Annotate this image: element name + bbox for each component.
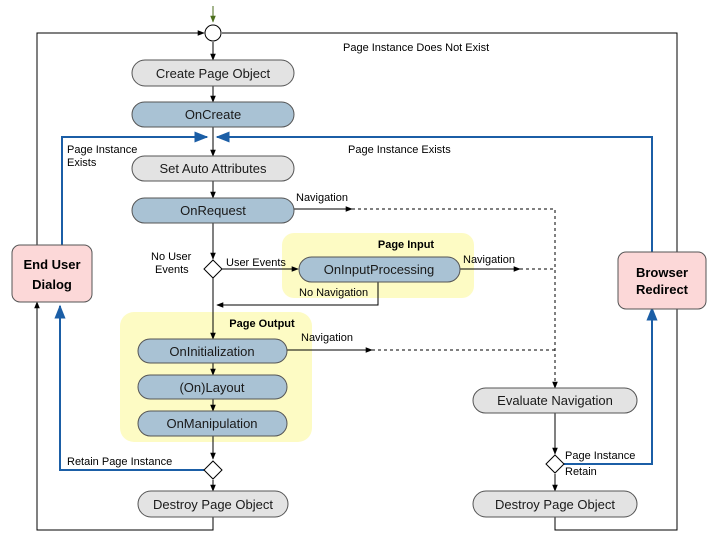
create-page-object-node [131,59,295,87]
main-flow-arrows [210,6,558,492]
label-page-instance-exists-left-2: Exists [67,157,97,169]
end-user-dialog-label-line2: Dialog [32,277,72,292]
label-navigation-request: Navigation [296,192,348,204]
on-create-node [131,101,295,128]
navigation-lines [287,206,558,389]
destroy-page-object-left-node [137,490,289,518]
browser-redirect-node [617,251,707,310]
destroy-page-object-right-node [472,490,638,518]
evaluate-navigation-label: Evaluate Navigation [497,393,613,408]
on-layout-label: (On)Layout [179,380,244,395]
on-request-label: OnRequest [180,203,246,218]
destroy-page-object-right-label: Destroy Page Object [495,497,615,512]
on-initialization-label: OnInitialization [169,344,254,359]
on-manipulation-label: OnManipulation [166,416,257,431]
decision-retain-right [545,454,565,474]
end-user-dialog-node [11,244,93,303]
label-no-navigation: No Navigation [299,287,368,299]
on-layout-node [137,374,288,400]
label-no-user-events-2: Events [155,264,189,276]
set-auto-attributes-label: Set Auto Attributes [160,161,267,176]
label-retain-right: Retain [565,466,597,478]
destroy-page-object-left-label: Destroy Page Object [153,497,273,512]
blue-feedback-lines [54,131,658,471]
browser-redirect-label-line1: Browser [636,265,688,280]
evaluate-navigation-node [472,387,638,414]
decision-user-events [203,259,223,279]
on-create-label: OnCreate [185,107,241,122]
on-request-node [131,197,295,224]
create-page-object-label: Create Page Object [156,66,271,81]
label-navigation-output: Navigation [301,332,353,344]
label-page-instance-right: Page Instance [565,450,635,462]
label-retain-page-instance: Retain Page Instance [67,456,172,468]
on-manipulation-node [137,410,288,437]
label-page-instance-does-not-exist: Page Instance Does Not Exist [343,42,489,54]
browser-redirect-label-line2: Redirect [636,282,689,297]
start-node [204,24,222,42]
label-no-user-events-1: No User [151,251,192,263]
page-output-title: Page Output [229,318,295,330]
page-input-title: Page Input [378,239,435,251]
label-user-events: User Events [226,257,286,269]
label-navigation-input: Navigation [463,254,515,266]
on-input-processing-label: OnInputProcessing [324,262,435,277]
decision-retain-left [203,460,223,480]
end-user-dialog-label-line1: End User [23,257,80,272]
on-input-processing-node [298,256,461,283]
set-auto-attributes-node [131,155,295,182]
label-page-instance-exists-left-1: Page Instance [67,144,137,156]
on-initialization-node [137,338,288,364]
label-page-instance-exists-right: Page Instance Exists [348,144,451,156]
